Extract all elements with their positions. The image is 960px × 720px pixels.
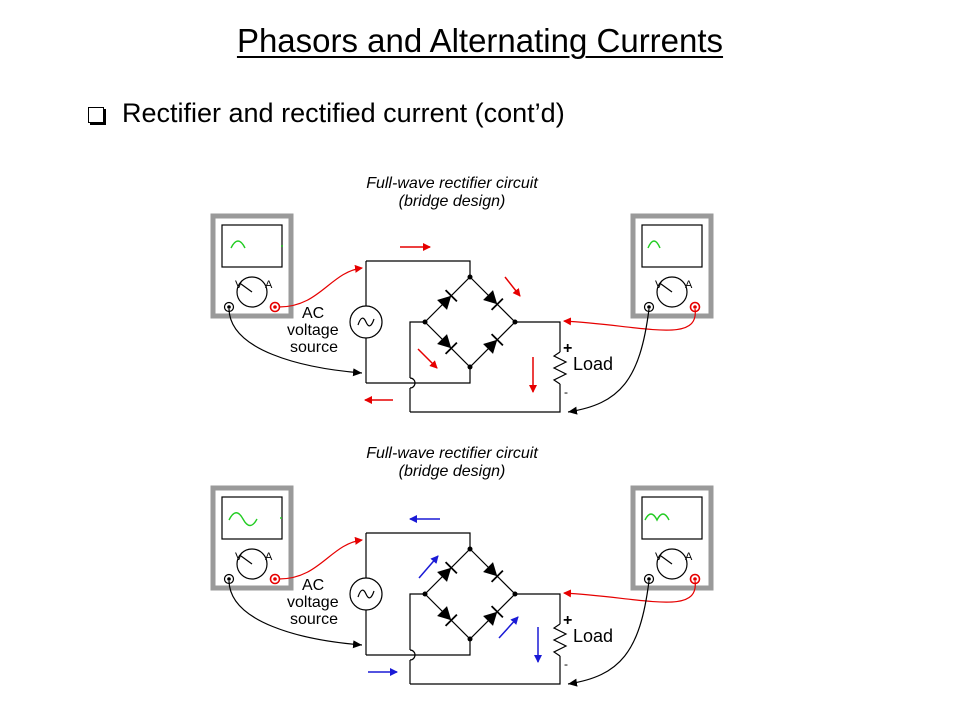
meter-v-label: V xyxy=(235,279,243,291)
source-label-voltage: voltage xyxy=(287,594,339,611)
probe-lead-black-right xyxy=(567,308,650,415)
slide-title: Phasors and Alternating Currents xyxy=(236,22,724,59)
caption-bottom-line1: Full-wave rectifier circuit xyxy=(366,445,538,462)
current-arrow xyxy=(504,276,521,297)
voltmeter-left-top: V A xyxy=(213,216,291,316)
waveform-halfwave-trace xyxy=(230,240,246,249)
current-arrow xyxy=(418,555,439,579)
voltmeter-right-bottom: V A xyxy=(633,488,711,588)
caption-top-line1: Full-wave rectifier circuit xyxy=(366,175,538,192)
source-label-ac: AC xyxy=(302,577,324,594)
current-arrow xyxy=(498,616,519,639)
probe-lead-black-right xyxy=(567,580,650,687)
probe-lead-red-right xyxy=(563,580,696,603)
load-label: Load xyxy=(573,354,613,374)
meter-v-label: V xyxy=(655,551,663,563)
meter-a-label: A xyxy=(685,279,693,291)
bullet-item: Rectifier and rectified current (cont’d) xyxy=(88,98,565,129)
load-label: Load xyxy=(573,626,613,646)
voltmeter-right-top: V A xyxy=(633,216,711,316)
caption-top-line2: (bridge design) xyxy=(399,193,506,210)
source-label-voltage: voltage xyxy=(287,322,339,339)
caption-bottom-line2: (bridge design) xyxy=(399,463,506,480)
probe-lead-red-right xyxy=(563,308,696,331)
source-label-source: source xyxy=(290,611,338,628)
probe-lead-red xyxy=(278,264,363,308)
source-label-ac: AC xyxy=(302,305,324,322)
meter-a-label: A xyxy=(265,551,273,563)
voltmeter-left-bottom: V A xyxy=(213,488,291,588)
load-minus-sign: - xyxy=(564,385,568,399)
probe-lead-black xyxy=(228,580,363,649)
bullet-checkbox-icon xyxy=(88,106,104,123)
meter-v-label: V xyxy=(655,279,663,291)
meter-v-label: V xyxy=(235,551,243,563)
current-arrow xyxy=(417,348,438,369)
diagram-top: Full-wave rectifier circuit (bridge desi… xyxy=(213,175,711,415)
waveform-fullwave-trace xyxy=(644,513,670,522)
probe-lead-black xyxy=(228,308,363,377)
meter-a-label: A xyxy=(265,279,273,291)
waveform-rectified-trace xyxy=(647,240,661,249)
probe-lead-red xyxy=(278,536,363,580)
load-plus-sign: + xyxy=(563,340,572,357)
diagram-bottom: Full-wave rectifier circuit (bridge desi… xyxy=(213,445,711,687)
load-minus-sign: - xyxy=(564,657,568,671)
meter-a-label: A xyxy=(685,551,693,563)
waveform-sine-trace xyxy=(228,512,258,527)
bullet-text: Rectifier and rectified current (cont’d) xyxy=(122,98,565,128)
bridge-circuit-bottom xyxy=(349,532,567,685)
load-plus-sign: + xyxy=(563,612,572,629)
source-label-source: source xyxy=(290,339,338,356)
